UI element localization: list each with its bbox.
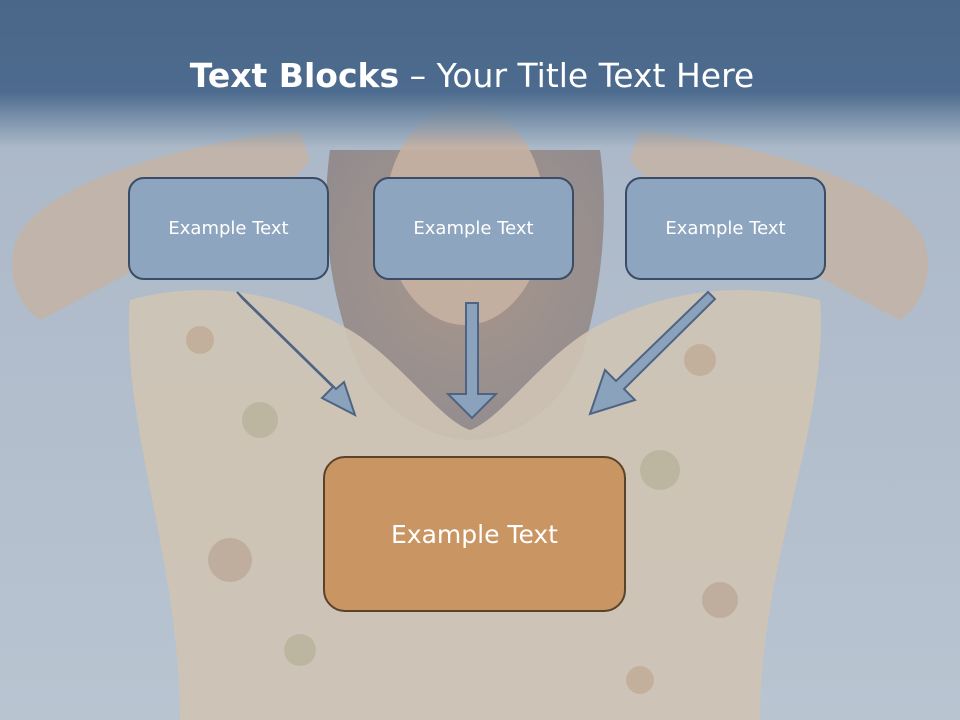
arrow-right — [588, 290, 717, 416]
title-bar: Text Blocks – Your Title Text Here — [0, 0, 960, 148]
slide-title: Text Blocks – Your Title Text Here — [0, 54, 944, 98]
arrow-left — [236, 291, 357, 418]
example-block-3: Example Text — [625, 177, 826, 280]
target-block-label: Example Text — [391, 519, 558, 549]
title-bold-part: Text Blocks — [189, 56, 400, 95]
title-dash: – — [399, 56, 437, 95]
example-block-1-label: Example Text — [168, 218, 289, 239]
example-block-3-label: Example Text — [665, 218, 786, 239]
example-block-2-label: Example Text — [413, 218, 534, 239]
arrow-center — [445, 302, 499, 420]
example-block-2: Example Text — [373, 177, 574, 280]
title-rest: Your Title Text Here — [436, 56, 755, 95]
target-block: Example Text — [323, 456, 626, 612]
example-block-1: Example Text — [128, 177, 329, 280]
